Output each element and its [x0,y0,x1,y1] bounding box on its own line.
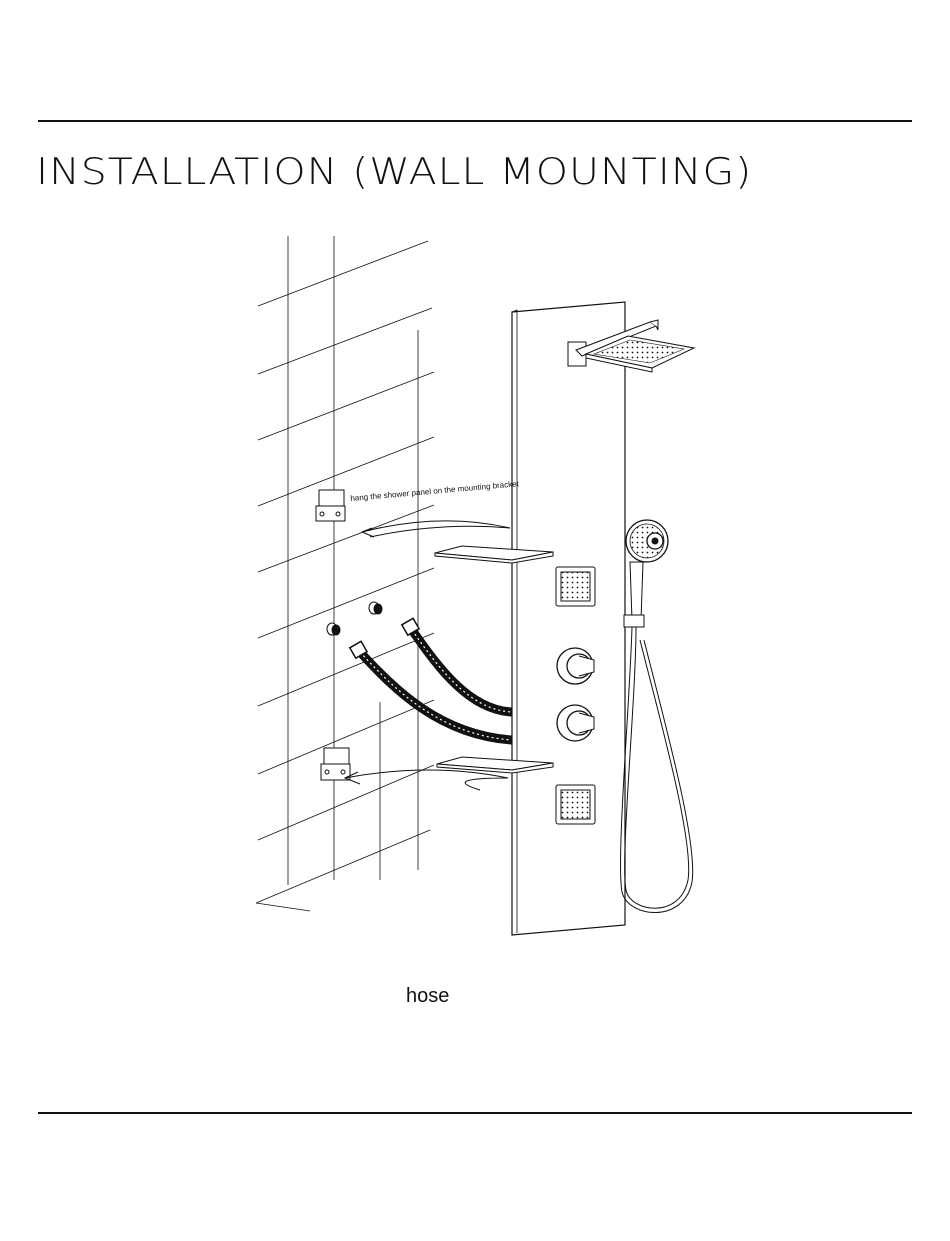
bottom-divider [38,1112,912,1114]
body-jet-upper [556,567,595,606]
control-knob-upper [557,648,594,684]
mounting-arrow-lower [345,770,508,790]
shower-panel [512,302,625,935]
body-jet-lower [556,785,595,824]
hand-shower [621,520,693,913]
hose-label: hose [406,985,449,1008]
wall-tiles [256,236,434,911]
mounting-arrow-upper [362,521,510,537]
lower-wall-bracket [321,748,350,780]
wall-inlet-right [369,602,382,614]
wall-inlet-left [327,623,340,635]
control-knob-lower [557,705,594,741]
upper-wall-bracket [316,490,345,521]
